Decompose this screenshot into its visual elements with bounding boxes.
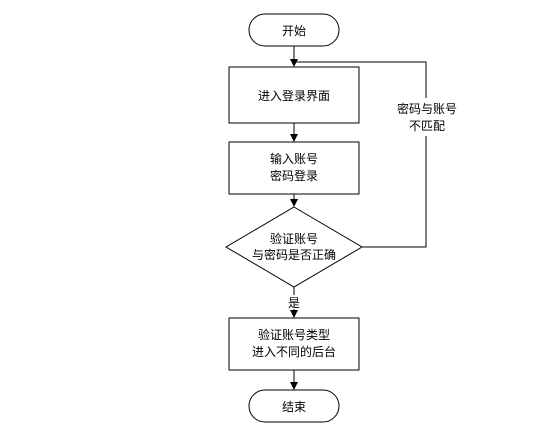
end-label: 结束 [282, 400, 306, 414]
mismatch-label-line2: 不匹配 [409, 119, 445, 133]
account-type-line1: 验证账号类型 [258, 327, 330, 342]
start-node: 开始 [248, 13, 340, 47]
login-screen-label: 进入登录界面 [258, 88, 330, 103]
mismatch-label-line1: 密码与账号 [397, 101, 457, 116]
input-credentials-line2: 密码登录 [270, 168, 318, 183]
account-type-line2: 进入不同的后台 [252, 344, 336, 359]
mismatch-label-bg [392, 98, 460, 136]
verify-decision-node: 验证账号 与密码是否正确 [225, 206, 363, 288]
arrow-mismatch-loop [294, 61, 427, 248]
account-type-node: 验证账号类型 进入不同的后台 [228, 317, 360, 371]
verify-decision-line1: 验证账号 [270, 231, 318, 246]
input-credentials-node: 输入账号 密码登录 [228, 141, 360, 195]
yes-label-bg [286, 295, 302, 309]
login-screen-node: 进入登录界面 [228, 66, 360, 124]
input-credentials-line1: 输入账号 [270, 151, 318, 166]
yes-label: 是 [288, 296, 300, 310]
end-node: 结束 [248, 389, 340, 423]
start-label: 开始 [282, 24, 306, 38]
verify-decision-line2: 与密码是否正确 [252, 247, 336, 262]
